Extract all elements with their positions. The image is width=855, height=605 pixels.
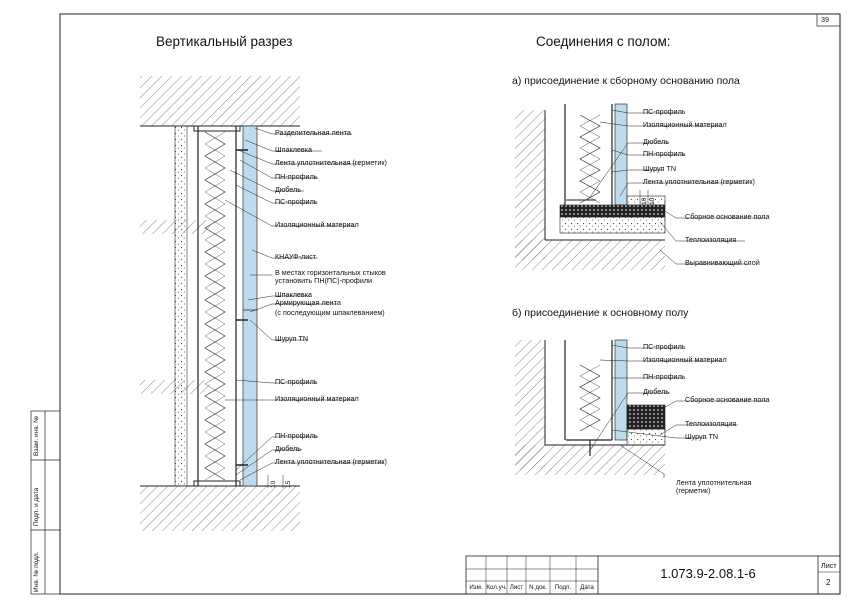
b-label-thermal-insulation: Теплоизоляция [685, 419, 737, 428]
detail-b-subtitle: б) присоединение к основному полу [512, 307, 689, 319]
sheet-number: 2 [826, 578, 831, 587]
label-insulation-1: Изоляционный материал [275, 220, 359, 229]
right-view-title: Соединения с полом: [536, 34, 671, 49]
b-label-dowel: Дюбель [643, 387, 669, 396]
detail-a-subtitle: а) присоединение к сборному основанию по… [512, 75, 740, 87]
b-label-pn-profile: ПН-профиль [643, 372, 686, 381]
b-label-sealing-tape: Лента уплотнительная [676, 478, 752, 487]
b-label-sealant: (герметик) [676, 486, 711, 495]
label-dowel-1: Дюбель [275, 185, 301, 194]
label-insulation-2: Изоляционный материал [275, 394, 359, 403]
label-sealing-tape-1: Лента уплотнительная (герметик) [275, 158, 387, 167]
vertical-section [140, 76, 384, 531]
dim-10: 10 [270, 480, 277, 488]
label-putty-1: Шпаклевка [275, 145, 313, 154]
stamp-col-change: Изм. [469, 584, 483, 591]
label-pn-profile-1: ПН-профиль [275, 172, 318, 181]
stamp-col-sign: Подп. [554, 584, 572, 591]
stamp-col-count: Кол.уч. [486, 584, 507, 591]
label-with-puttying: (с последующим шпаклеванием) [275, 308, 385, 317]
a-label-screw-tn: Шуруп TN [643, 164, 677, 173]
dim-15: 15 [285, 480, 292, 488]
label-ps-profile-2: ПС-профиль [275, 377, 318, 386]
stamp-inv-original: Инв. № подл. [33, 551, 40, 593]
a-label-leveling-layer: Выравнивающий слой [685, 258, 760, 267]
a-label-ps-profile: ПС-профиль [643, 107, 686, 116]
label-sealing-tape-2: Лента уплотнительная (герметик) [275, 457, 387, 466]
a-dim-1: 10 [641, 197, 648, 205]
detail-b [515, 339, 767, 478]
stamp-col-doc: N док. [529, 584, 547, 591]
label-knauf-sheet: КНАУФ-лист [275, 252, 317, 261]
a-label-pn-profile: ПН-профиль [643, 149, 686, 158]
sheet-frame [30, 13, 841, 595]
stamp-sign-date: Подп. и дата [33, 487, 40, 526]
label-dowel-2: Дюбель [275, 444, 301, 453]
detail-a [515, 103, 766, 270]
a-label-sealing-tape: Лента уплотнительная (герметик) [643, 177, 755, 186]
stamp-replaced-inv: Взам. инв. № [33, 415, 40, 456]
label-screw-tn-1: Шуруп TN [275, 334, 309, 343]
label-install-profiles: установить ПН(ПС)-профили [275, 276, 373, 285]
left-view-title: Вертикальный разрез [156, 34, 293, 49]
page-number: 39 [821, 15, 829, 24]
stamp-col-sheet: Лист [509, 584, 524, 591]
document-designation: 1.073.9-2.08.1-6 [660, 566, 756, 581]
label-separating-tape: Разделительная лента [275, 128, 351, 137]
a-dim-2: 10 [649, 197, 656, 205]
label-ps-profile-1: ПС-профиль [275, 197, 318, 206]
label-horizontal-joints: В местах горизонтальных стыков [275, 268, 386, 277]
b-label-ps-profile: ПС-профиль [643, 342, 686, 351]
label-putty-2: Шпаклевка [275, 290, 313, 299]
stamp-col-date: Дата [580, 584, 594, 591]
b-label-screw-tn: Шуруп TN [685, 432, 719, 441]
a-label-prefab-base: Сборное основание пола [685, 212, 770, 221]
label-pn-profile-2: ПН-профиль [275, 431, 318, 440]
a-label-insulation: Изоляционный материал [643, 120, 727, 129]
sheet-label: Лист [821, 561, 837, 570]
a-label-thermal-insulation: Теплоизоляция [685, 235, 737, 244]
b-label-insulation: Изоляционный материал [643, 355, 727, 364]
a-label-dowel: Дюбель [643, 137, 669, 146]
label-reinforcing-tape: Армирующая лента [275, 298, 341, 307]
b-label-prefab-base: Сборное основание пола [685, 395, 770, 404]
